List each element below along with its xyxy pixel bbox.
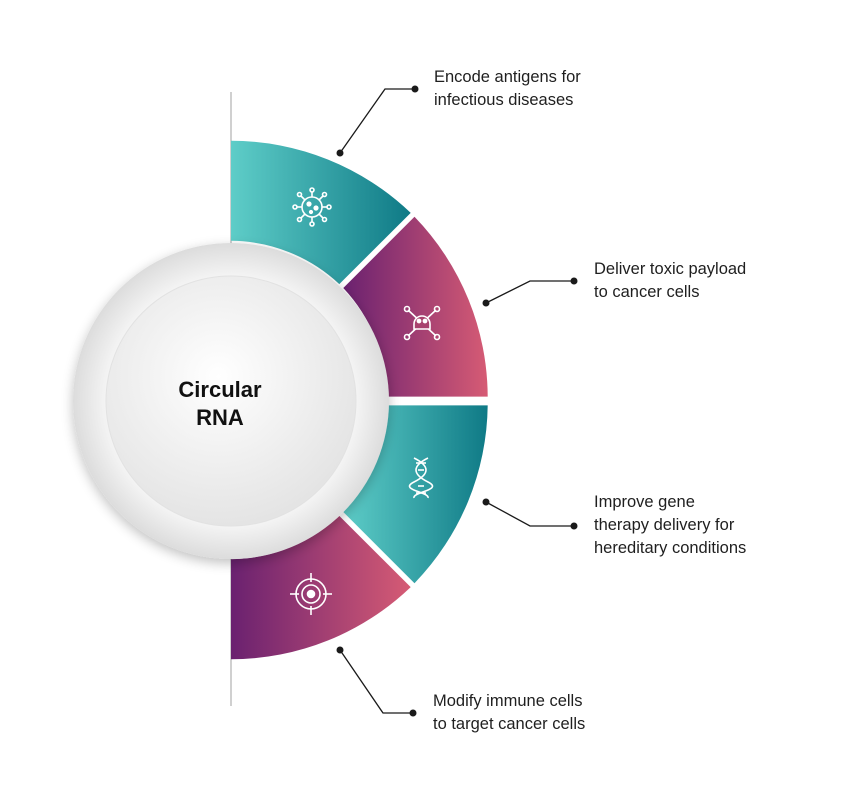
segment-3-gene-therapy (343, 405, 488, 584)
center-circle-inner (105, 275, 357, 527)
label-improve-gene-therapy: Improve gene therapy delivery for heredi… (594, 491, 746, 560)
center-title-line-2: RNA (196, 405, 244, 430)
dna-icon (408, 457, 434, 499)
leader-lines (339, 88, 574, 714)
center-title: Circular RNA (120, 376, 320, 432)
target-icon (290, 573, 332, 615)
label-line: Improve gene (594, 493, 695, 511)
skull-crossbones-icon (403, 305, 441, 341)
segment-2-toxic-payload (343, 216, 488, 397)
label-deliver-toxic-payload: Deliver toxic payload to cancer cells (594, 258, 746, 304)
label-line: Encode antigens for (434, 68, 581, 86)
center-title-line-1: Circular (178, 377, 262, 402)
leader-dots (336, 85, 578, 717)
label-line: Deliver toxic payload (594, 260, 747, 278)
label-line: to cancer cells (594, 283, 700, 301)
label-line: to target cancer cells (433, 715, 586, 733)
label-line: therapy delivery for (594, 516, 735, 534)
label-modify-immune-cells: Modify immune cells to target cancer cel… (433, 690, 585, 736)
leader-line-1 (339, 88, 415, 154)
label-line: hereditary conditions (594, 539, 747, 557)
leader-line-3 (485, 501, 574, 527)
leader-line-4 (339, 649, 413, 714)
segment-4-immune-cells (231, 515, 411, 660)
virus-icon (292, 187, 332, 227)
label-line: Modify immune cells (433, 692, 583, 710)
center-circle (73, 243, 389, 559)
leader-line-2 (485, 280, 574, 304)
label-line: infectious diseases (434, 91, 574, 109)
label-encode-antigens: Encode antigens for infectious diseases (434, 66, 581, 112)
